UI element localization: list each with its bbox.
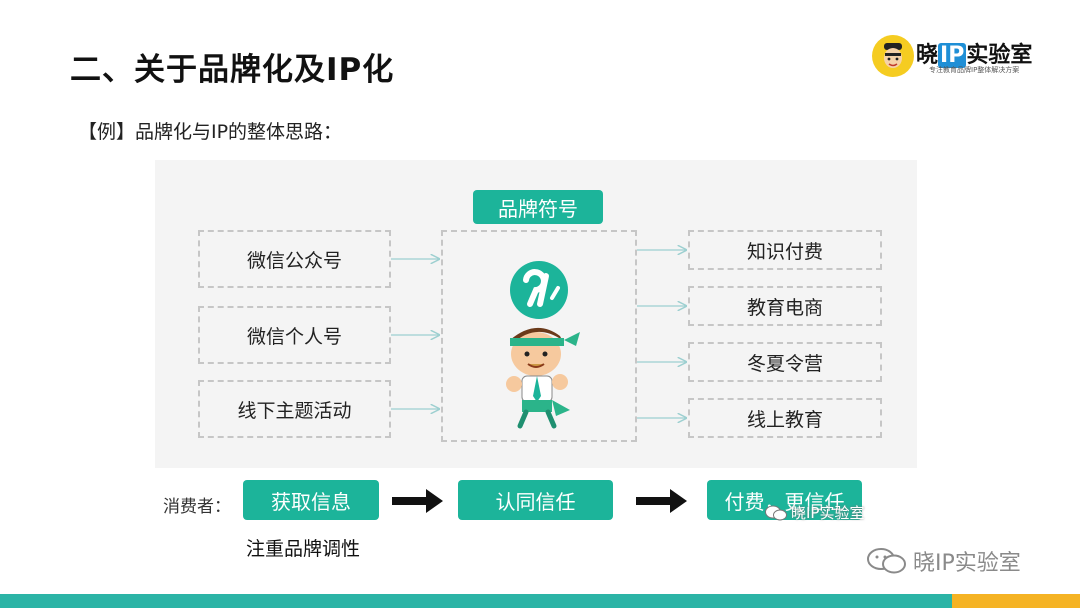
brand-logo: 晓IP实验室 专注教育品牌IP整体解决方案 [872,33,1050,79]
wechat-icon [867,548,906,574]
outcome-paid-knowledge: 知识付费 [688,230,882,270]
connector-arrows [391,160,917,468]
logo-name-part2: 实验室 [966,43,1033,68]
outcome-seasonal-camp: 冬夏令营 [688,342,882,382]
consumer-label: 消费者： [163,497,231,517]
step-get-info: 获取信息 [243,480,379,520]
logo-tagline: 专注教育品牌IP整体解决方案 [929,66,1020,74]
flow-arrow-icon [392,489,443,513]
brand-symbol-box [441,230,637,442]
footer-bar-yellow [952,594,1080,608]
slide-subtitle: 【例】品牌化与IP的整体思路： [78,121,343,143]
slide-title: 二、关于品牌化及IP化 [70,52,395,88]
channel-wechat-official: 微信公众号 [198,230,391,288]
brand-mascot-icon [506,261,580,429]
watermark-small: 晓IP实验室 [765,502,864,523]
channel-offline-event: 线下主题活动 [198,380,391,438]
watermark-small-text: 晓IP实验室 [791,504,865,522]
logo-name-ip: IP [938,43,967,68]
watermark-large-text: 晓IP实验室 [913,551,1021,576]
step-trust: 认同信任 [458,480,613,520]
logo-name-part1: 晓 [916,43,939,68]
cartoon-face-icon [884,43,902,68]
logo-wordmark: 晓IP实验室 [916,37,1032,69]
outcome-education-ecommerce: 教育电商 [688,286,882,326]
footer-bar-green [0,594,952,608]
diagram-panel: 品牌符号 微信公众号 微信个人号 线下主题活动 [155,160,917,468]
channel-wechat-personal: 微信个人号 [198,306,391,364]
watermark-large: 晓IP实验室 [867,545,1021,577]
wechat-icon [765,505,787,520]
brand-tone-note: 注重品牌调性 [246,538,361,560]
flow-arrow-icon [636,489,687,513]
brand-symbol-label: 品牌符号 [473,190,603,224]
outcome-online-education: 线上教育 [688,398,882,438]
